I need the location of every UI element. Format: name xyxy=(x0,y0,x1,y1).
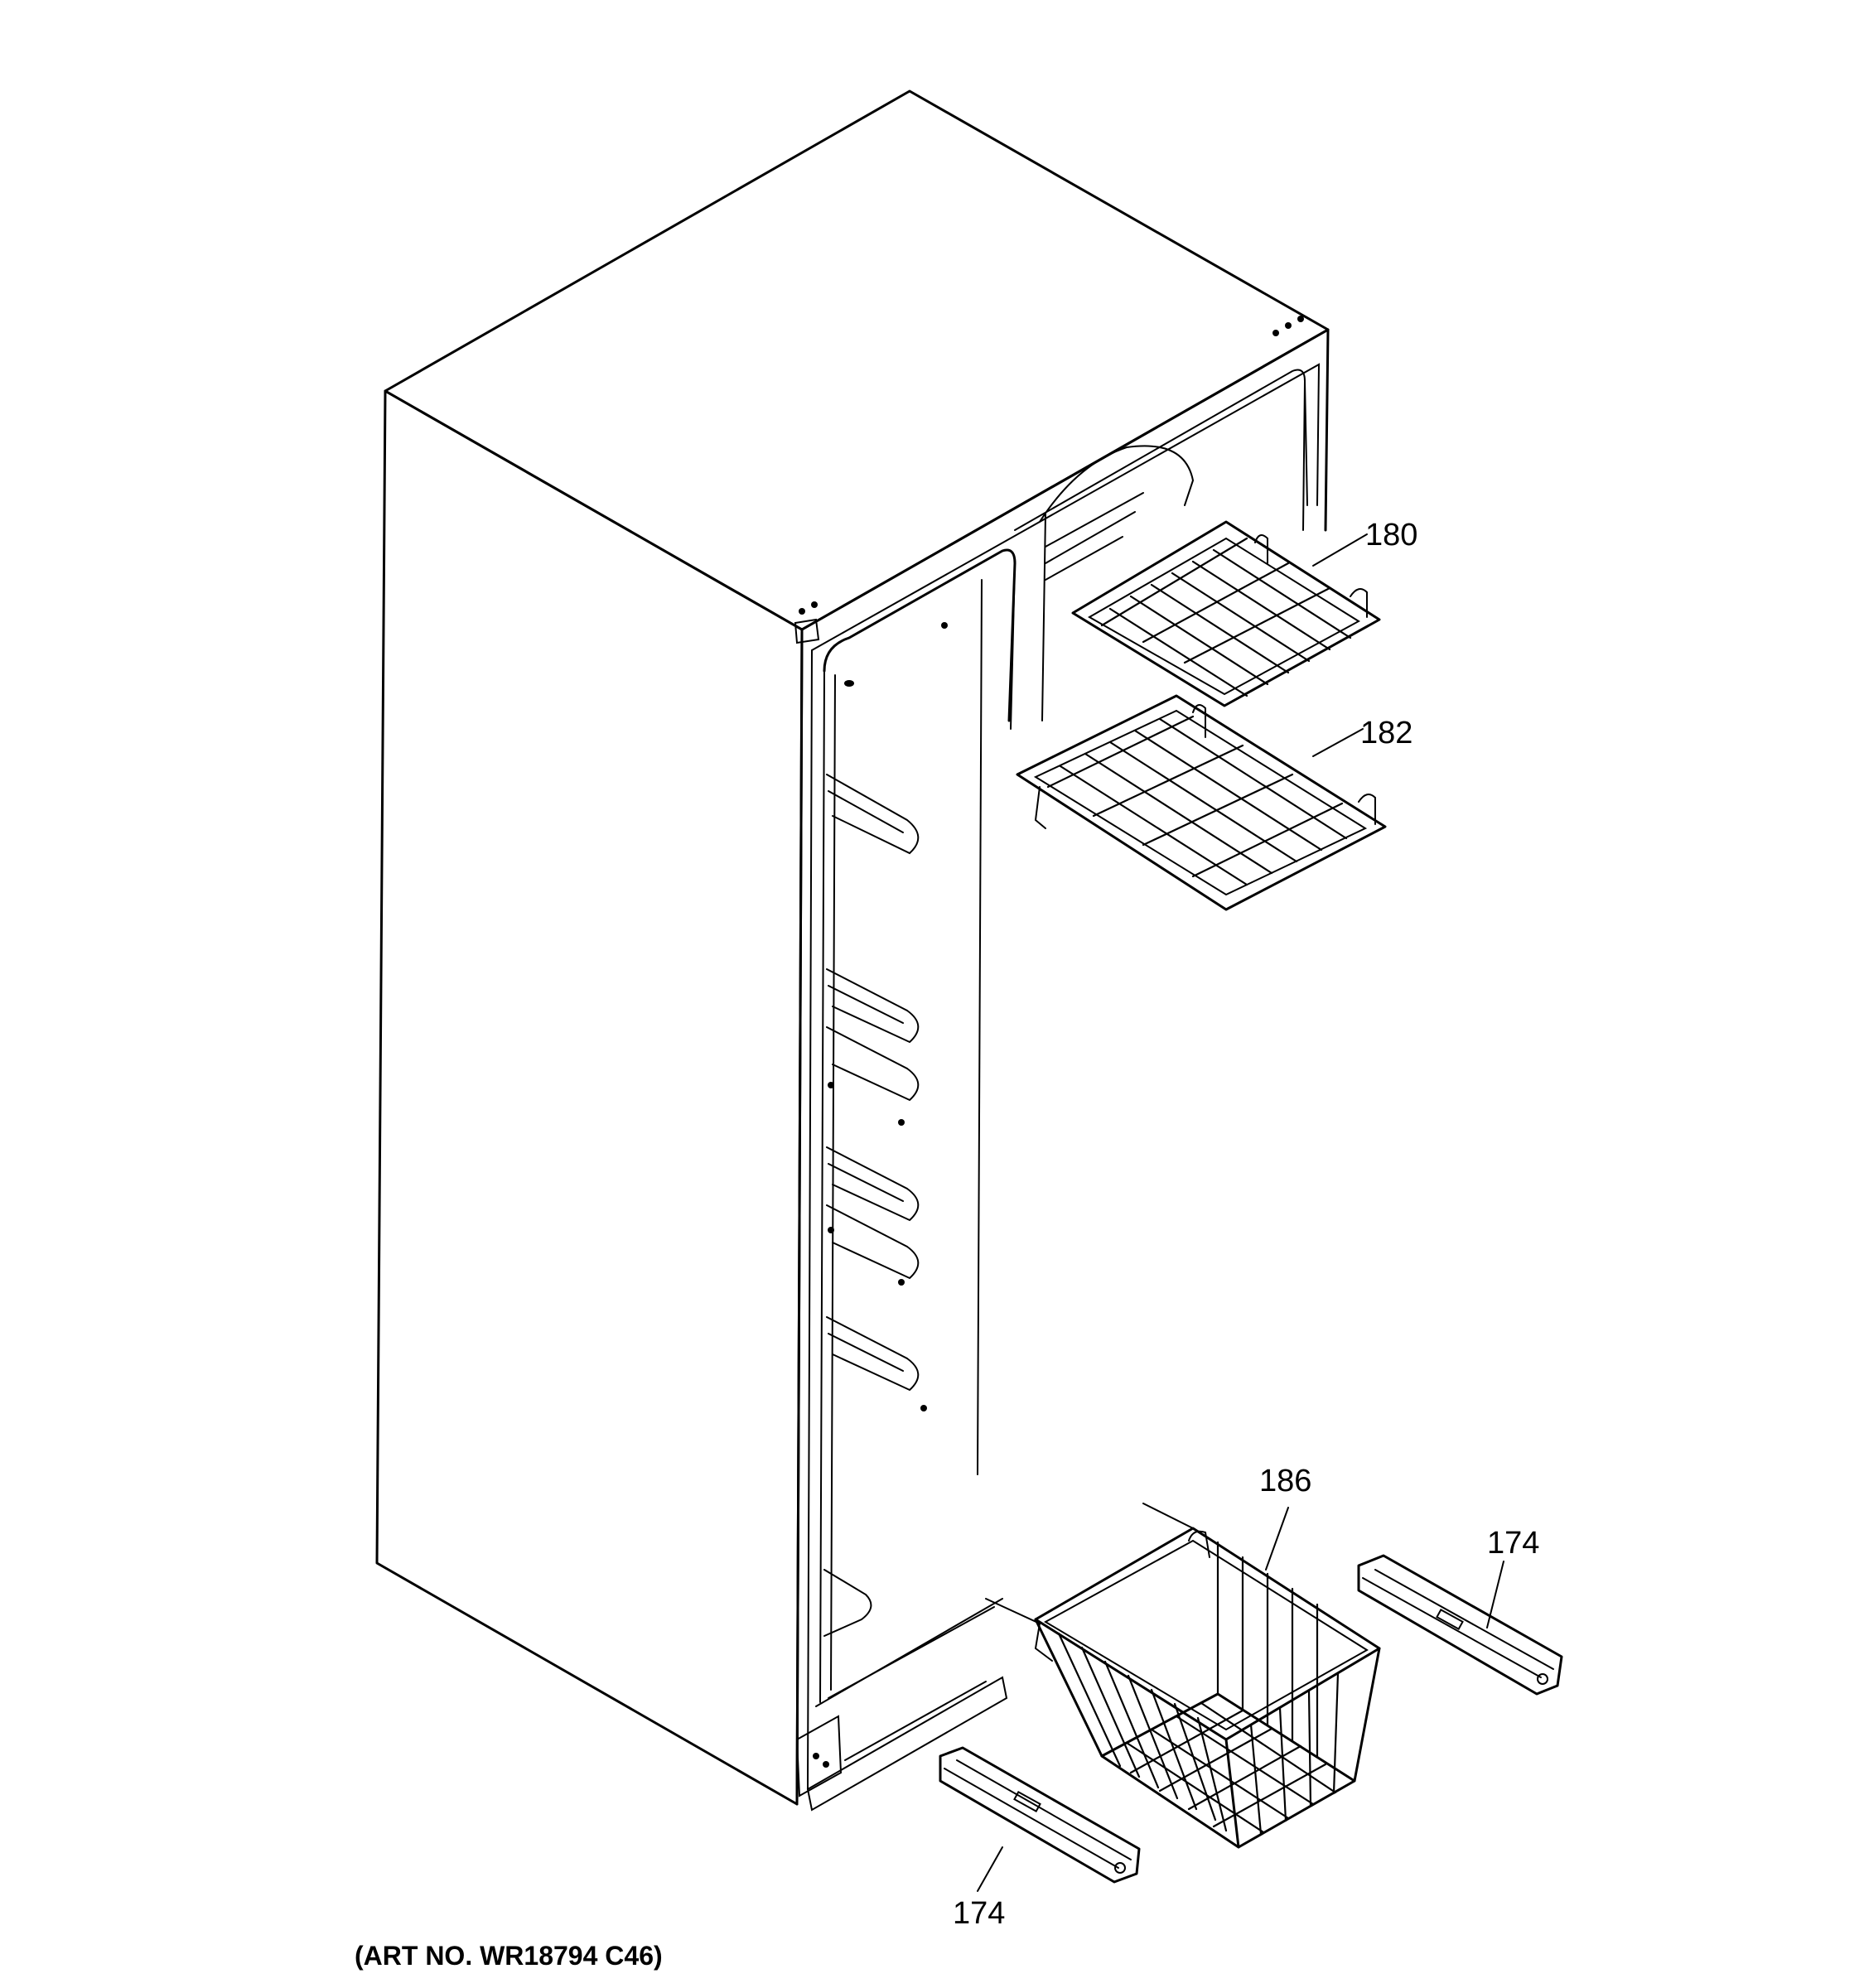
freezer-cabinet xyxy=(375,89,1330,1812)
callout-180: 180 xyxy=(1365,518,1417,552)
slide-rail-left xyxy=(939,1746,1141,1892)
callout-174-left: 174 xyxy=(953,1896,1005,1931)
wire-shelf-upper xyxy=(1071,520,1381,707)
wire-shelf-lower xyxy=(1016,694,1387,911)
art-number-label: (ART NO. WR18794 C46) xyxy=(355,1941,663,1971)
callout-174-right: 174 xyxy=(1487,1526,1539,1561)
callout-182: 182 xyxy=(1360,716,1412,750)
callout-186: 186 xyxy=(1259,1464,1311,1498)
slide-rail-right xyxy=(1357,1554,1563,1696)
wire-basket xyxy=(985,1503,1381,1849)
